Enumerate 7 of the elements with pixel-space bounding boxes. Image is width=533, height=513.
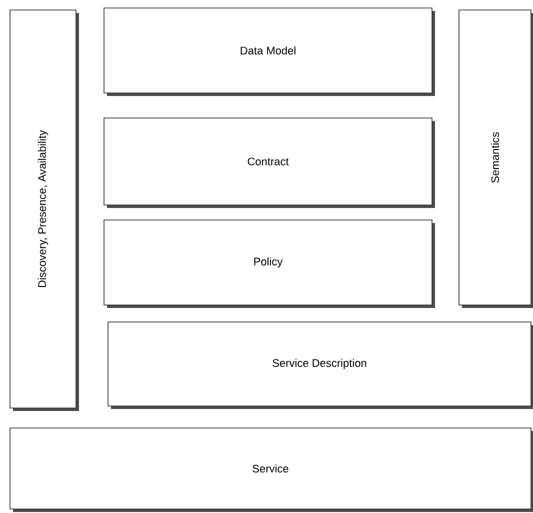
layer-box: Discovery, Presence, Availability — [10, 10, 79, 411]
layer-box: Service — [10, 428, 533, 512]
layer-box: Policy — [104, 220, 435, 308]
layer-box: Contract — [104, 118, 435, 208]
layer-box: Service Description — [108, 322, 533, 409]
layer-box: Data Model — [104, 8, 435, 96]
layer-box: Semantics — [458, 10, 533, 308]
